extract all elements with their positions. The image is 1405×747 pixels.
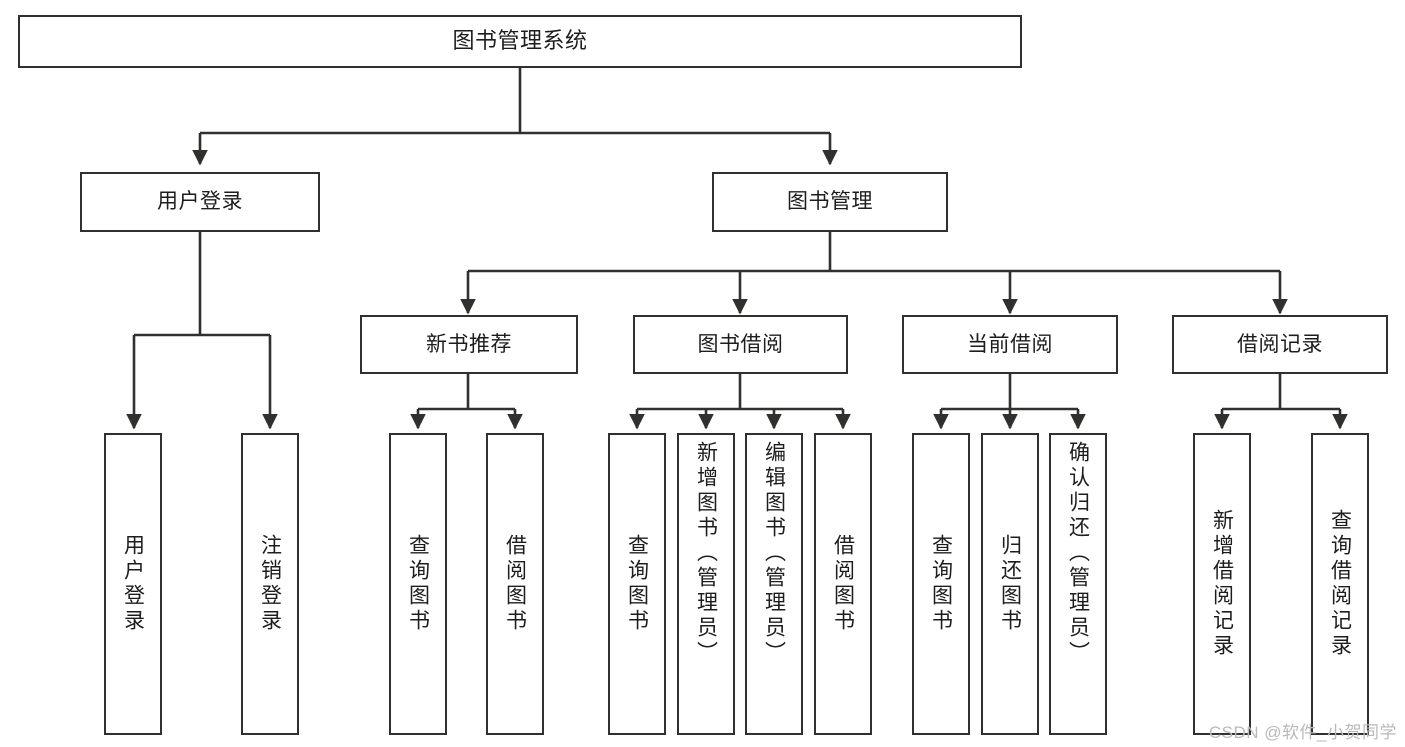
node-root-system[interactable]: 图书管理系统 (18, 15, 1022, 68)
node-label: 注销登录 (258, 534, 282, 634)
node-label: 查询借阅记录 (1328, 509, 1352, 659)
node-label: 图书管理系统 (452, 28, 588, 54)
node-new-book-recommend[interactable]: 新书推荐 (360, 315, 578, 374)
leaf-borrow-book-recommend[interactable]: 借阅图书 (486, 433, 544, 735)
node-label: 查询图书 (406, 534, 430, 634)
node-label: 借阅记录 (1237, 332, 1323, 356)
leaf-logout[interactable]: 注销登录 (241, 433, 299, 735)
node-book-management-module[interactable]: 图书管理 (712, 172, 948, 232)
node-label: 当前借阅 (967, 332, 1053, 356)
leaf-query-borrow-record[interactable]: 查询借阅记录 (1311, 433, 1369, 735)
node-label: 用户登录 (157, 190, 243, 214)
node-label: 新书推荐 (426, 332, 512, 356)
leaf-edit-book-admin[interactable]: 编辑图书（管理员） (745, 433, 803, 735)
node-label: 图书借阅 (697, 332, 784, 356)
node-label: 查询图书 (929, 534, 953, 634)
node-current-borrow[interactable]: 当前借阅 (902, 315, 1118, 374)
node-label: 确认归还（管理员） (1066, 441, 1090, 666)
leaf-add-book-admin[interactable]: 新增图书（管理员） (677, 433, 735, 735)
leaf-borrow-book[interactable]: 借阅图书 (814, 433, 872, 735)
node-label: 图书管理 (787, 190, 873, 214)
node-label: 编辑图书（管理员） (762, 441, 786, 666)
node-label: 新增图书（管理员） (694, 441, 718, 666)
node-label: 用户登录 (121, 534, 145, 634)
csdn-watermark: CSDN @软件_小贺同学 (1208, 723, 1397, 742)
node-book-borrow[interactable]: 图书借阅 (633, 315, 848, 374)
leaf-confirm-return-admin[interactable]: 确认归还（管理员） (1049, 433, 1107, 735)
node-label: 归还图书 (998, 534, 1022, 634)
node-borrow-record[interactable]: 借阅记录 (1172, 315, 1388, 374)
leaf-query-book-borrow[interactable]: 查询图书 (608, 433, 666, 735)
leaf-query-book-recommend[interactable]: 查询图书 (389, 433, 447, 735)
leaf-return-book[interactable]: 归还图书 (981, 433, 1039, 735)
node-label: 借阅图书 (503, 534, 527, 634)
leaf-user-login[interactable]: 用户登录 (104, 433, 162, 735)
leaf-query-book-current[interactable]: 查询图书 (912, 433, 970, 735)
leaf-add-borrow-record[interactable]: 新增借阅记录 (1193, 433, 1251, 735)
node-user-login-module[interactable]: 用户登录 (80, 172, 320, 232)
node-label: 新增借阅记录 (1210, 509, 1234, 659)
node-label: 借阅图书 (831, 534, 855, 634)
node-label: 查询图书 (625, 534, 649, 634)
